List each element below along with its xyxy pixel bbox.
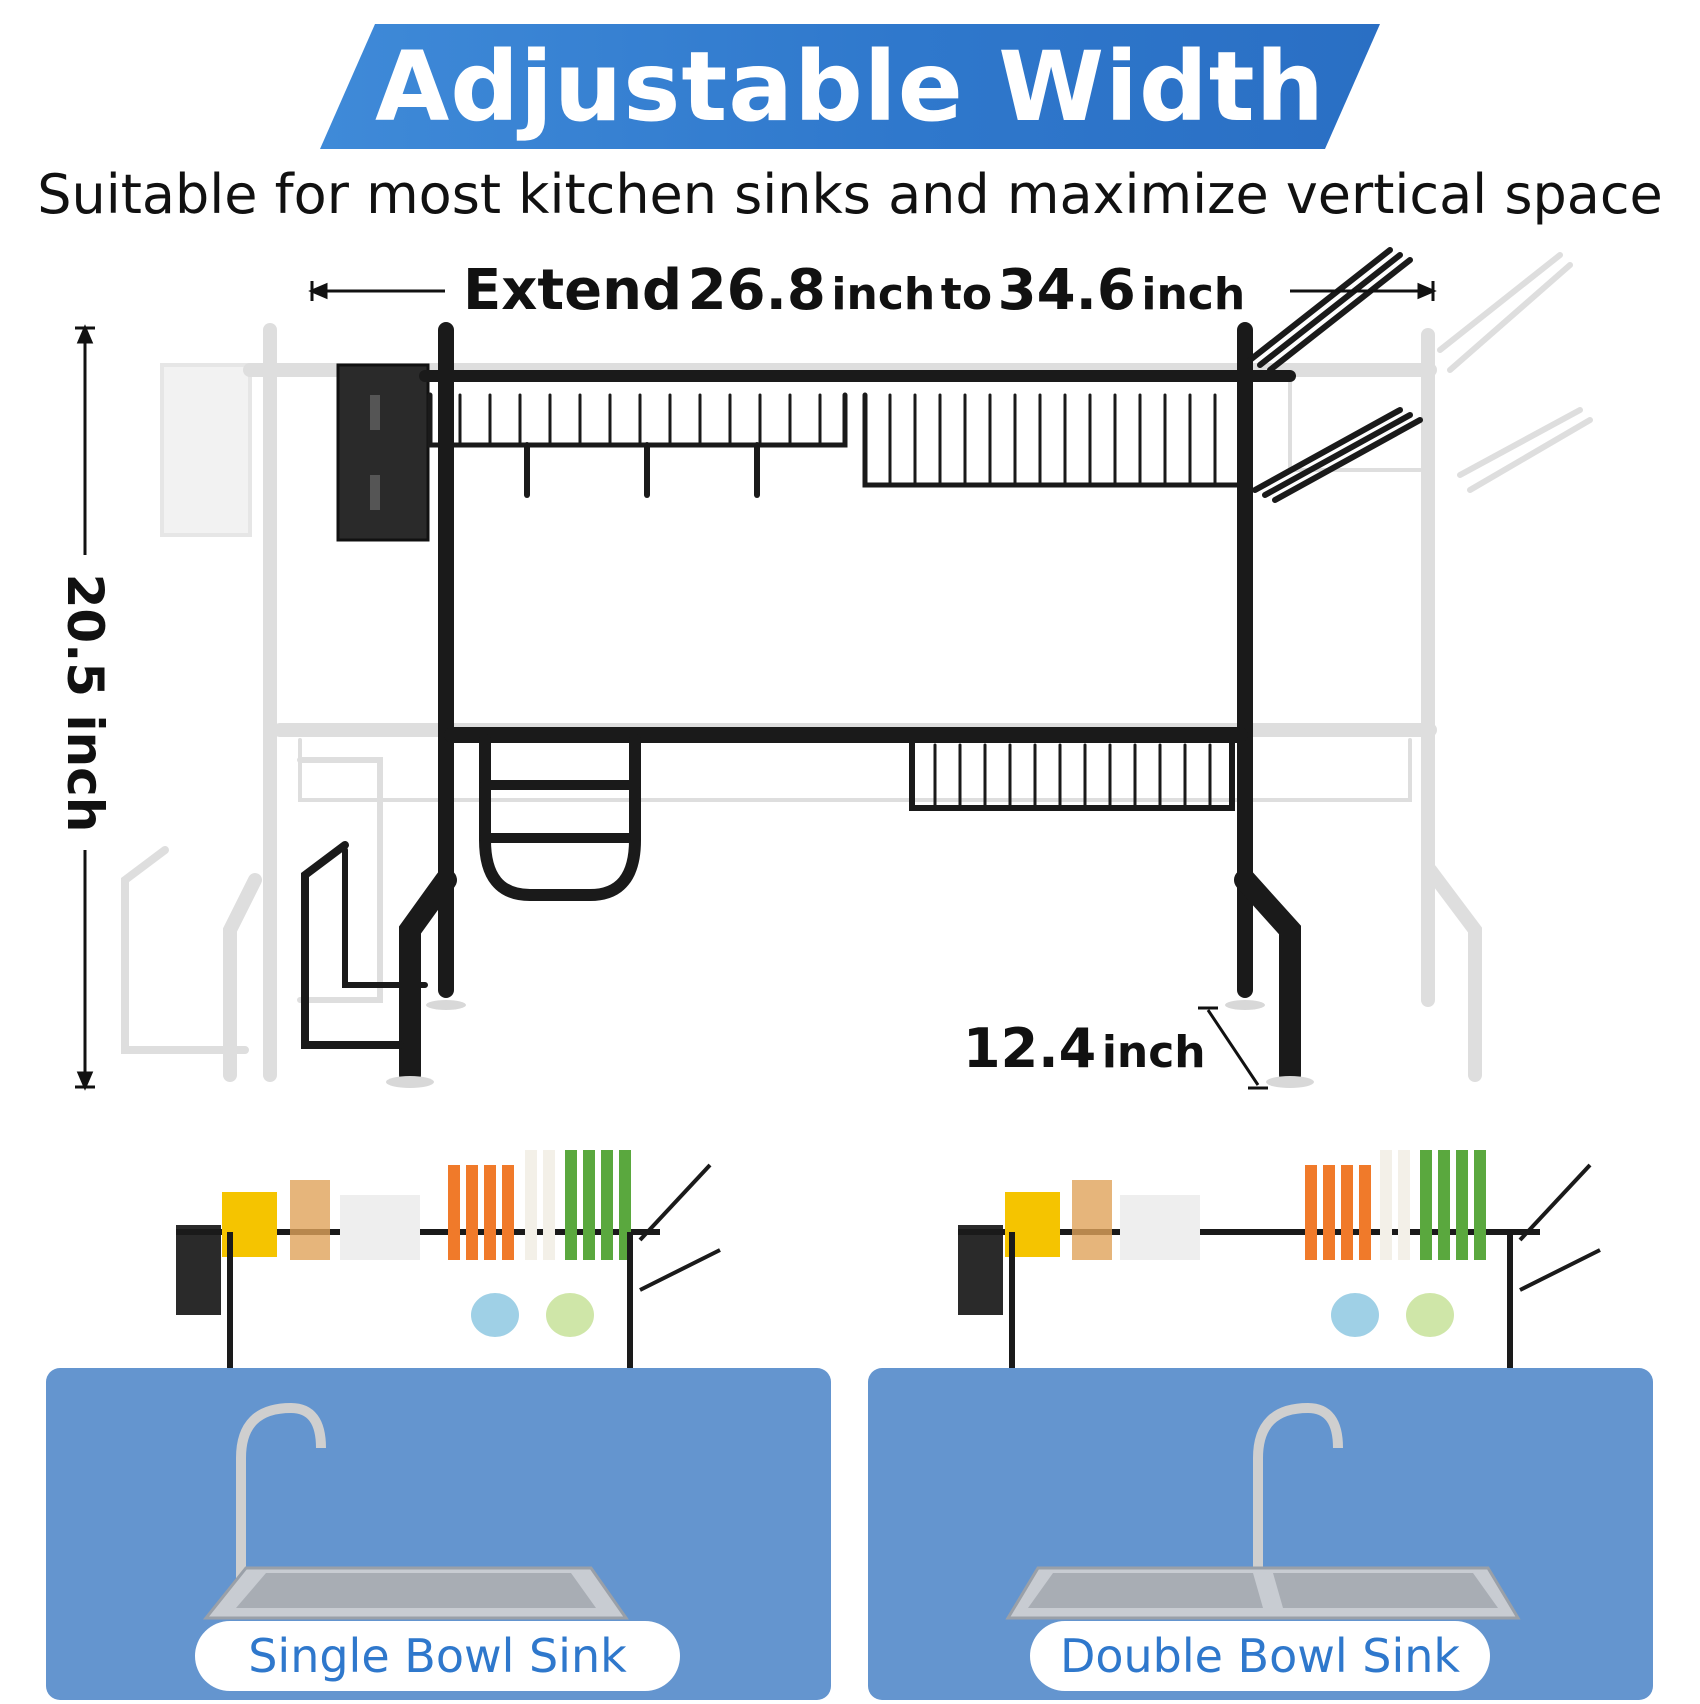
arrow-left-icon <box>308 282 328 300</box>
height-dimension-label: 20.5 inch <box>56 573 114 833</box>
height-dimension-line <box>75 324 95 1091</box>
depth-dimension-line <box>1198 1006 1268 1090</box>
width-dimension-line <box>308 281 1437 301</box>
depth-unit: inch <box>1101 1027 1206 1078</box>
arrow-up-icon <box>76 324 94 344</box>
double-sink-scene-art <box>958 1150 1601 1595</box>
arrow-down-icon <box>76 1071 94 1091</box>
subtitle: Suitable for most kitchen sinks and maxi… <box>37 163 1663 226</box>
width-joiner: to <box>940 269 993 320</box>
single-sink-icon <box>202 1402 629 1620</box>
single-bowl-sink-label: Single Bowl Sink <box>195 1621 680 1691</box>
depth-dimension-label: 12.4 inch <box>963 1017 1206 1080</box>
double-bowl-sink-label: Double Bowl Sink <box>1030 1621 1490 1691</box>
width-min-value: 26.8 <box>687 258 826 323</box>
width-max-value: 34.6 <box>997 258 1136 323</box>
width-prefix: Extend <box>463 258 683 323</box>
title-banner <box>320 24 1380 149</box>
width-unit-1: inch <box>831 269 936 320</box>
single-sink-scene-art <box>176 1150 721 1595</box>
knife-block <box>336 363 430 542</box>
double-sink-icon <box>1005 1402 1521 1620</box>
depth-value: 12.4 <box>963 1017 1097 1080</box>
width-dimension-label: Extend 26.8 inch to 34.6 inch <box>463 258 1245 323</box>
arrow-right-icon <box>1417 282 1437 300</box>
rack-feet <box>386 1000 1314 1088</box>
rack-main <box>301 247 1423 1086</box>
width-unit-2: inch <box>1141 269 1246 320</box>
banner-title: Adjustable Width <box>375 30 1325 143</box>
